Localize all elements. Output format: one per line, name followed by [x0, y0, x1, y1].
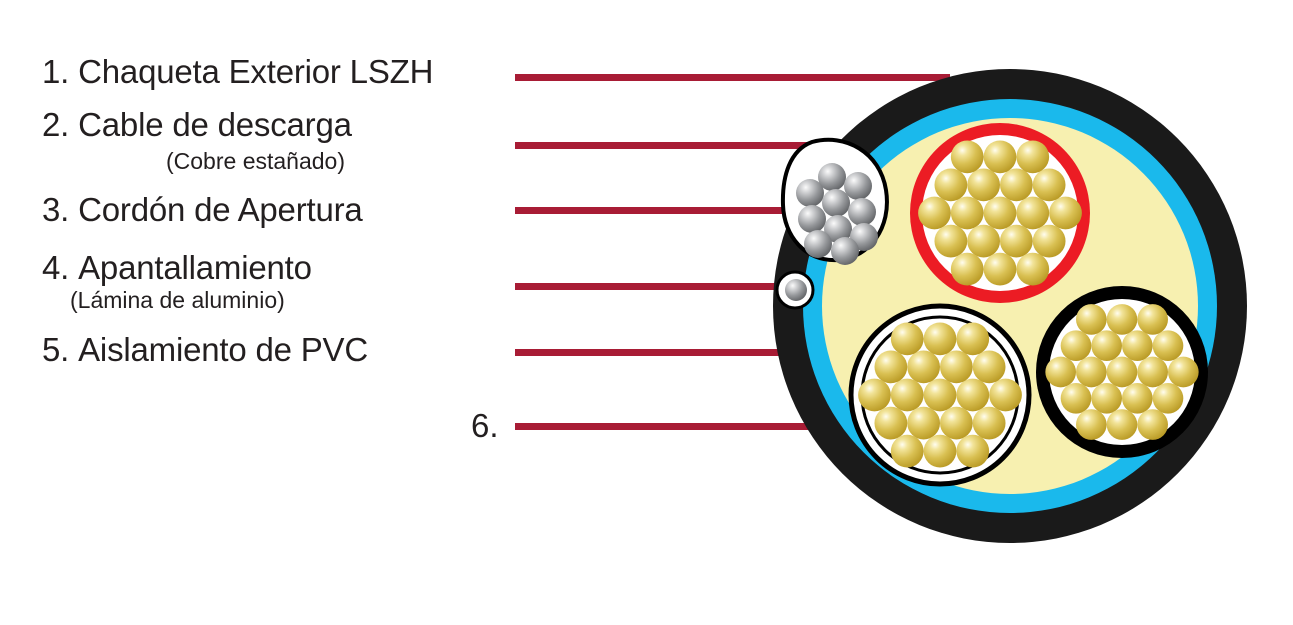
legend-item-2-sublabel: (Cobre estañado): [166, 148, 345, 174]
leader-line-6: [515, 423, 893, 430]
leader-line-2: [515, 142, 893, 149]
leader-line-5: [515, 349, 852, 356]
legend-item-3-number: 3.: [42, 191, 70, 228]
legend-item-5-number: 5.: [42, 331, 70, 368]
legend-item-5: 5.Aislamiento de PVC: [42, 333, 368, 366]
legend-item-1-number: 1.: [42, 53, 70, 90]
conductor-bundle-white: [848, 303, 1032, 487]
legend-item-6-number: 6.: [471, 407, 499, 444]
legend-item-4-label: Apantallamiento: [78, 249, 312, 286]
legend-item-3: 3.Cordón de Apertura: [42, 193, 363, 226]
legend-item-5-label: Aislamiento de PVC: [78, 331, 368, 368]
conductor-bundle-red: [910, 123, 1090, 303]
legend-item-4-sublabel: (Lámina de aluminio): [70, 287, 285, 313]
ripcord: [775, 270, 815, 310]
legend-item-3-label: Cordón de Apertura: [78, 191, 363, 228]
legend-panel: 1.Chaqueta Exterior LSZH 2.Cable de desc…: [0, 0, 520, 625]
leader-line-1: [515, 74, 950, 81]
legend-item-4-number: 4.: [42, 249, 70, 286]
drain-wire-bundle: [780, 137, 889, 265]
legend-item-2-number: 2.: [42, 106, 70, 143]
legend-item-2-label: Cable de descarga: [78, 106, 352, 143]
legend-item-1: 1.Chaqueta Exterior LSZH: [42, 55, 433, 88]
legend-item-2: 2.Cable de descarga: [42, 108, 352, 141]
legend-item-4: 4.Apantallamiento: [42, 251, 312, 284]
leader-line-3: [515, 207, 852, 214]
drain-wire-strands: [796, 163, 878, 265]
conductor-bundle-black: [1036, 286, 1208, 458]
legend-item-1-label: Chaqueta Exterior LSZH: [78, 53, 434, 90]
leader-line-4: [515, 283, 802, 290]
